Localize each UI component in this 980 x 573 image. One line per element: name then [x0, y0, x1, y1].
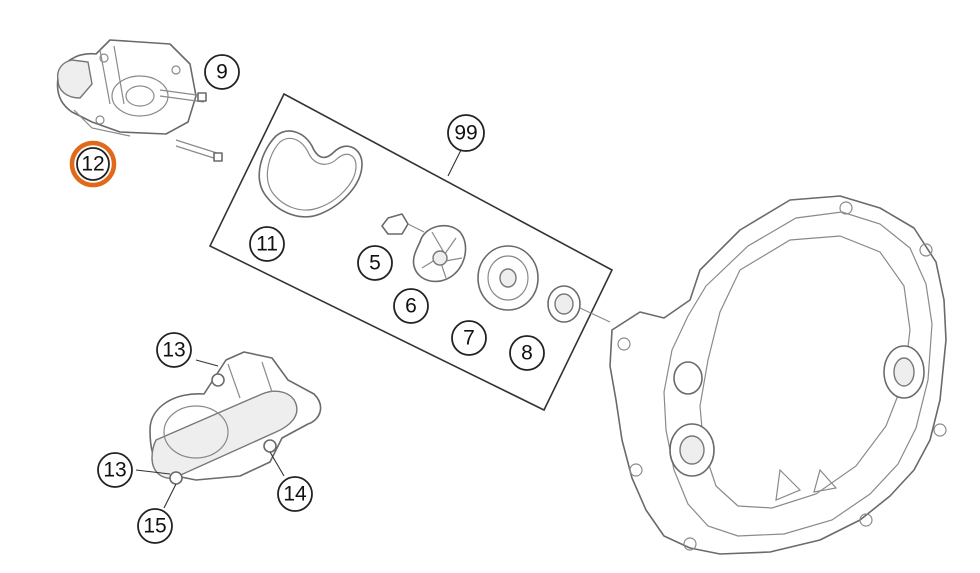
- gasket-part-11[interactable]: [258, 130, 363, 218]
- seal-disc-part-7[interactable]: [477, 245, 539, 311]
- callout-11[interactable]: 11: [249, 226, 285, 262]
- callout-15[interactable]: 15: [137, 508, 173, 544]
- callout-13-upper[interactable]: 13: [156, 332, 192, 368]
- pump-cover-assembly-top[interactable]: [56, 39, 197, 137]
- callout-6[interactable]: 6: [393, 288, 429, 324]
- svg-text:7: 7: [463, 327, 475, 350]
- svg-text:8: 8: [521, 342, 533, 365]
- bolt-part-9[interactable]: [159, 89, 207, 103]
- impeller-part-6[interactable]: [412, 224, 467, 283]
- callout-8[interactable]: 8: [509, 335, 545, 371]
- bolt-part-12[interactable]: [175, 139, 223, 162]
- svg-text:5: 5: [369, 252, 381, 275]
- nut-part-5[interactable]: [381, 213, 425, 235]
- svg-text:6: 6: [405, 295, 417, 318]
- callout-14[interactable]: 14: [277, 476, 313, 512]
- callout-7[interactable]: 7: [451, 320, 487, 356]
- callout-13-lower[interactable]: 13: [97, 452, 133, 488]
- callout-5[interactable]: 5: [357, 245, 393, 281]
- clutch-cover-housing[interactable]: [609, 195, 947, 555]
- svg-text:14: 14: [283, 483, 307, 506]
- callout-99[interactable]: 99: [447, 114, 485, 152]
- svg-text:15: 15: [143, 515, 166, 538]
- svg-text:13: 13: [162, 339, 185, 362]
- water-pump-cover-lower[interactable]: [149, 351, 322, 485]
- callout-12-highlighted[interactable]: 12: [69, 140, 117, 188]
- repair-kit-frame: [208, 92, 614, 412]
- svg-text:11: 11: [256, 233, 278, 256]
- leader-lines: [135, 147, 463, 509]
- svg-text:12: 12: [81, 153, 104, 176]
- callout-9[interactable]: 9: [204, 54, 240, 90]
- bearing-part-8[interactable]: [547, 285, 611, 323]
- svg-text:99: 99: [454, 122, 477, 145]
- svg-text:13: 13: [103, 459, 126, 482]
- svg-text:9: 9: [216, 61, 228, 84]
